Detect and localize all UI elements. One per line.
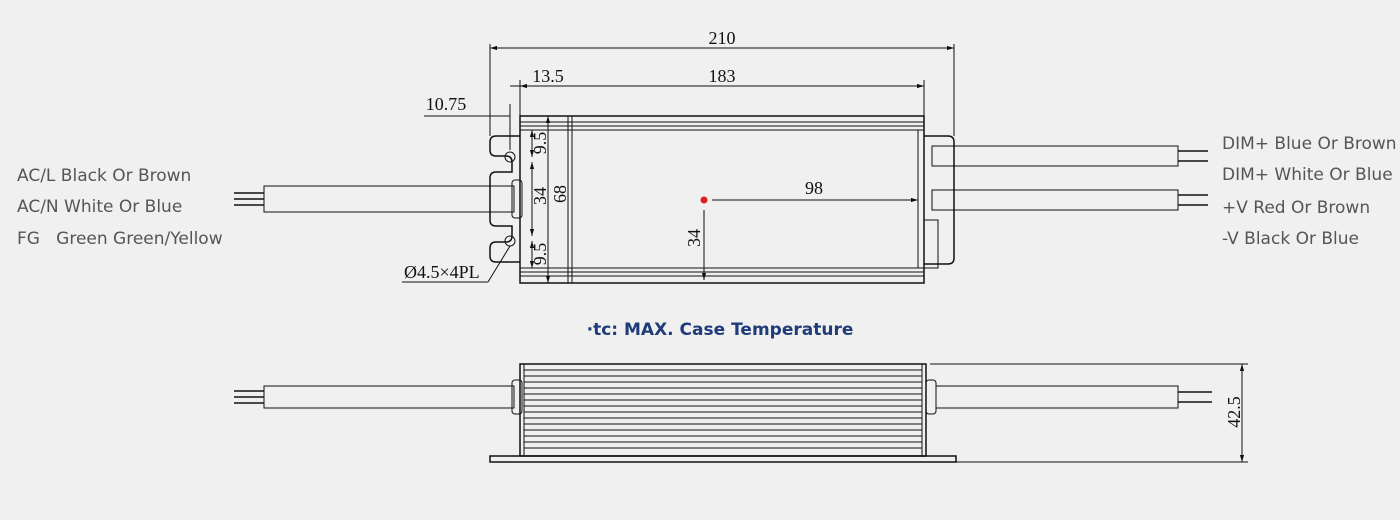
- left-flange: [489, 135, 520, 263]
- top-view: 210 183 13.5 10.75 9.5 34 9.5 68 98: [234, 28, 1208, 284]
- output-wire-dim-plus-label: DIM+ Blue Or Brown: [1222, 134, 1397, 154]
- dim-tc-x: 98: [805, 178, 823, 198]
- input-wire-fg-label: FG Green Green/Yellow: [17, 229, 223, 249]
- dim-hole-spacing-top: 9.5: [530, 132, 550, 155]
- output-wire-dim-minus-label: DIM+ White Or Blue: [1222, 165, 1393, 185]
- input-wire-acl-label: AC/L Black Or Brown: [17, 166, 192, 186]
- dim-overall-length: 210: [709, 28, 736, 48]
- dim-mount-hole: Ø4.5×4PL: [404, 262, 480, 282]
- input-cable-top: [263, 185, 515, 213]
- dim-body-width: 68: [550, 185, 570, 203]
- tc-point-icon: [700, 196, 708, 204]
- output-cable-side: [935, 385, 1179, 409]
- side-view: 42.5: [234, 363, 1248, 463]
- right-grommet: [923, 219, 939, 269]
- dim-end-offset: 13.5: [532, 66, 564, 86]
- dim-height: 42.5: [1224, 396, 1244, 428]
- output-wire-vplus-label: +V Red Or Brown: [1222, 198, 1371, 218]
- top-view-body: [519, 115, 925, 284]
- right-end-cap: [924, 135, 955, 265]
- output-wire-vminus-label: -V Black Or Blue: [1222, 229, 1359, 249]
- dim-tc-y: 34: [684, 229, 704, 247]
- tc-note: ·tc: MAX. Case Temperature: [586, 320, 854, 340]
- cooling-fins: [524, 369, 922, 449]
- dim-cable-top: [931, 145, 1179, 167]
- dim-hole-spacing-bottom: 9.5: [530, 243, 550, 266]
- input-cable-side: [263, 385, 515, 409]
- mount-hole-top: [504, 151, 516, 163]
- power-cable-top: [931, 189, 1179, 211]
- dim-hole-offset: 10.75: [426, 94, 467, 114]
- side-base-flange: [489, 455, 957, 463]
- dim-hole-spacing-mid: 34: [530, 187, 550, 205]
- input-wire-acn-label: AC/N White Or Blue: [17, 197, 183, 217]
- dim-body-length: 183: [709, 66, 736, 86]
